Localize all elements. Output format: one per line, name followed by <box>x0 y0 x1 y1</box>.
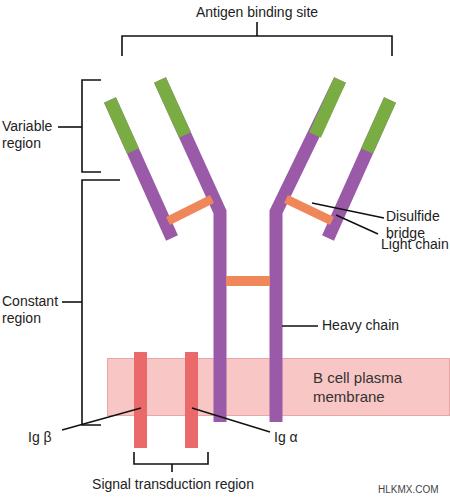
region-label: Variable region <box>2 118 60 152</box>
bracket-label: Signal transduction region <box>62 476 284 493</box>
light-chain <box>110 100 390 238</box>
part-label: Ig α <box>274 429 314 446</box>
membrane-label: B cell plasma membrane <box>313 368 433 406</box>
part-label: Light chain <box>381 236 450 253</box>
watermark: HLKMX.COM <box>378 483 448 496</box>
region-label: Constant region <box>2 293 64 327</box>
part-label: Ig β <box>28 429 68 446</box>
part-label: Heavy chain <box>322 317 432 334</box>
bracket-label: Antigen binding site <box>177 4 337 21</box>
variable-region <box>110 80 390 151</box>
hinge-bridge <box>226 276 270 286</box>
membrane-band: B cell plasma membrane <box>107 358 450 416</box>
disulfide-bridge <box>168 199 332 221</box>
